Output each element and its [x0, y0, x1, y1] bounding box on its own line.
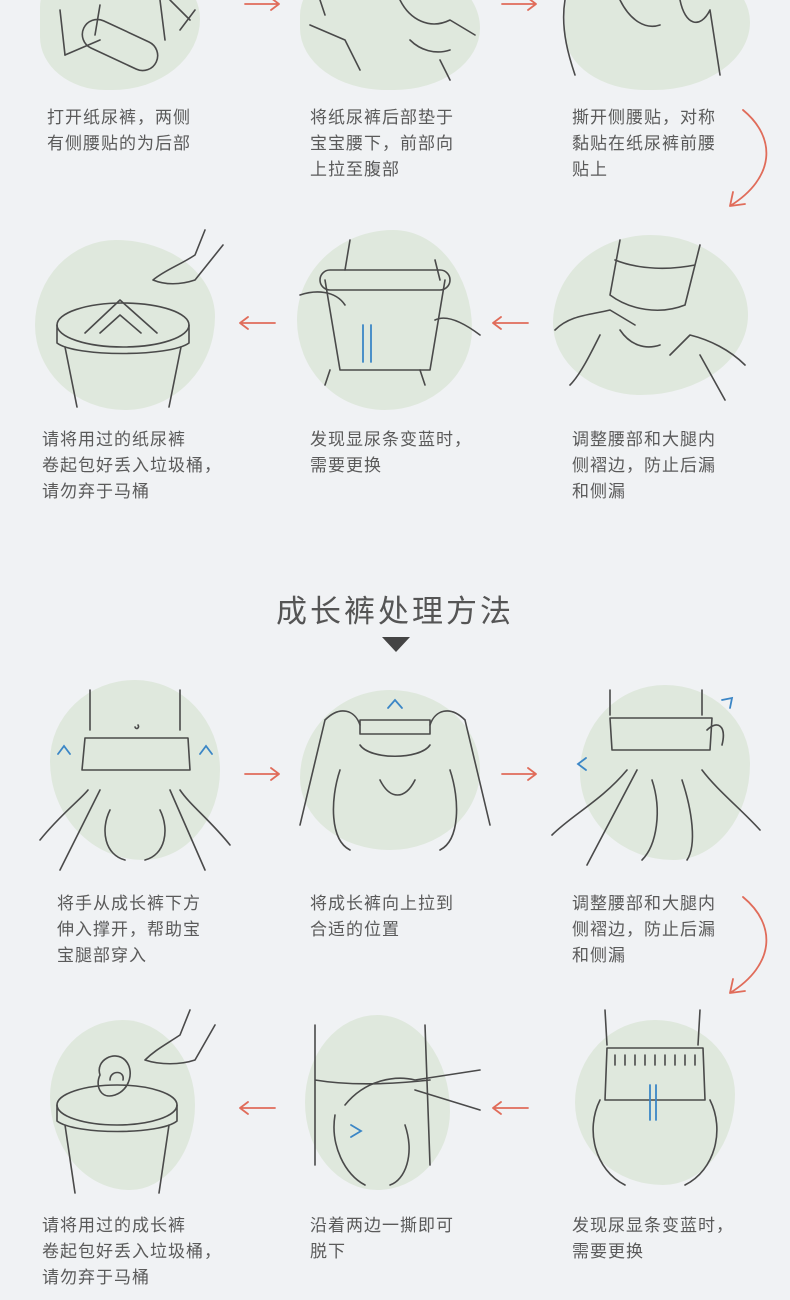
step-caption: 请将用过的纸尿裤 卷起包好丢入垃圾桶， 请勿弃于马桶	[42, 430, 222, 502]
step-illustration-stick-tabs	[562, 0, 721, 76]
step-illustration-wetness-indicator	[299, 239, 481, 386]
arrow-left-icon	[239, 1101, 276, 1115]
arrow-left-icon	[492, 1101, 529, 1115]
step-caption: 将成长裤向上拉到 合适的位置	[310, 894, 454, 940]
step-illustration-adjust-waist	[554, 239, 746, 401]
step-caption: 发现显尿条变蓝时， 需要更换	[310, 430, 472, 476]
step-illustration-place-diaper	[309, 0, 476, 81]
arrow-left-icon	[239, 316, 276, 330]
arrow-left-icon	[492, 316, 529, 330]
step-illustration-adjust-pants	[551, 689, 761, 866]
arrow-curve-down-icon	[729, 896, 768, 994]
arrow-curve-down-icon	[729, 109, 768, 207]
step-caption: 撕开侧腰贴，对称 黏贴在纸尿裤前腰 贴上	[572, 108, 716, 180]
step-caption: 将手从成长裤下方 伸入撑开，帮助宝 宝腿部穿入	[57, 894, 201, 966]
step-caption: 打开纸尿裤，两侧 有侧腰贴的为后部	[47, 108, 191, 154]
step-illustration-wetness-indicator	[592, 1009, 718, 1186]
arrow-right-icon	[501, 0, 537, 11]
step-illustration-open-pants	[39, 689, 231, 871]
step-illustration-trash-bin	[56, 1009, 216, 1194]
illustration-background	[35, 240, 215, 410]
illustration-background	[50, 1020, 195, 1190]
step-caption: 沿着两边一撕即可 脱下	[310, 1216, 454, 1262]
step-illustration-trash-bin	[56, 229, 224, 408]
triangle-down-icon	[382, 637, 410, 652]
step-caption: 调整腰部和大腿内 侧褶边，防止后漏 和侧漏	[572, 894, 716, 966]
step-illustration-open-diaper	[59, 0, 196, 72]
step-illustration-tear-sides	[314, 1024, 481, 1186]
step-caption: 调整腰部和大腿内 侧褶边，防止后漏 和侧漏	[572, 430, 716, 502]
step-illustration-pull-up-pants	[299, 698, 491, 851]
illustration-background	[580, 685, 750, 860]
arrow-right-icon	[244, 0, 280, 11]
step-caption: 发现尿显条变蓝时， 需要更换	[572, 1216, 734, 1262]
step-caption: 请将用过的成长裤 卷起包好丢入垃圾桶， 请勿弃于马桶	[42, 1216, 222, 1288]
section-title: 成长裤处理方法	[276, 594, 514, 630]
illustration-background	[300, 0, 480, 90]
arrow-right-icon	[244, 767, 280, 781]
step-caption: 将纸尿裤后部垫于 宝宝腰下，前部向 上拉至腹部	[310, 108, 454, 180]
arrow-right-icon	[501, 767, 537, 781]
